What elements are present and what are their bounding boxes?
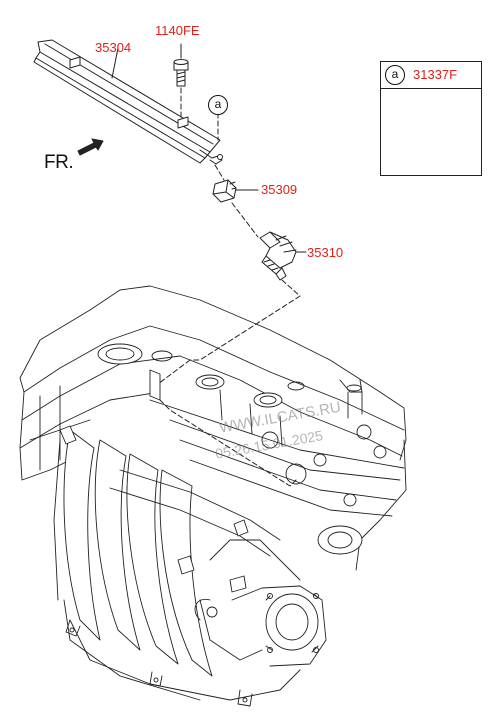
label-injector: 35310 (307, 245, 344, 260)
callout-a: a (208, 95, 228, 115)
fuel-injector (259, 231, 297, 281)
front-arrow (77, 138, 104, 156)
detail-callout-a: a (385, 65, 405, 85)
label-rail: 35304 (95, 40, 132, 55)
bolt (173, 43, 189, 119)
label-detail-part: 31337F (413, 67, 458, 82)
detail-box: a 31337F (380, 61, 482, 176)
label-clip: 35309 (261, 182, 298, 197)
label-bolt: 1140FE (155, 23, 200, 38)
leader-rail (111, 47, 119, 79)
front-label: FR. (44, 152, 74, 173)
retainer-clip (212, 179, 237, 203)
detail-box-header: a 31337F (381, 62, 481, 89)
fuel-rail (33, 39, 223, 165)
engine-assembly (19, 285, 407, 707)
